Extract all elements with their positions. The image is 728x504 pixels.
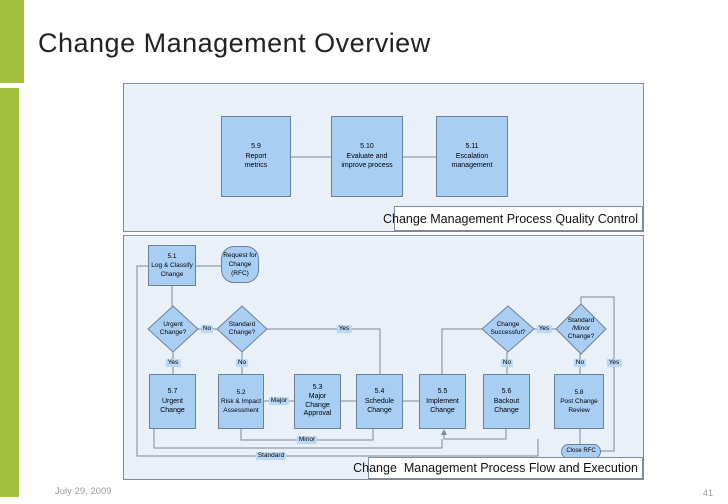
diamond-change-successful — [481, 305, 535, 353]
diamond-urgent-change — [147, 305, 199, 353]
quality-control-panel: 5.9 Report metrics 5.10 Evaluate and imp… — [123, 83, 644, 232]
edge-label-no-success: No — [500, 359, 514, 367]
edge-label-yes-standard: Yes — [336, 325, 352, 333]
box-report-metrics: 5.9 Report metrics — [221, 116, 291, 197]
edge-label-major: Major — [268, 397, 290, 405]
diamond-label-standard-change: Standard Change? — [228, 320, 256, 336]
flow-panel-caption: Change Management Process Flow and Execu… — [353, 457, 643, 479]
diamond-standard-minor-change — [555, 303, 607, 355]
box-implement-change: 5.5 Implement Change — [419, 374, 466, 429]
diamond-label-change-successful: Change Successful? — [490, 320, 526, 336]
footer-date: July 29, 2009 — [55, 486, 112, 497]
diamond-label-standard-minor-change: Standard /Minor Change? — [567, 316, 595, 341]
slide-title: Change Management Overview — [38, 28, 431, 58]
box-post-change-review: 5.8 Post Change Review — [554, 374, 604, 429]
edge-label-no-standard: No — [235, 359, 249, 367]
box-risk-impact-assessment: 5.2 Risk & Impact Assessment — [218, 374, 264, 429]
box-evaluate-improve: 5.10 Evaluate and improve process — [331, 116, 403, 197]
quality-panel-caption: Change Management Process Quality Contro… — [383, 206, 643, 231]
flow-execution-panel: 5.1 Log & Classify Change Request for Ch… — [123, 235, 644, 480]
edge-label-minor: Minor — [296, 436, 318, 444]
diamond-standard-change — [216, 305, 268, 353]
edge-label-yes-success: Yes — [536, 325, 552, 333]
box-escalation-management: 5.11 Escalation management — [436, 116, 508, 197]
edge-label-no-stdminor: No — [573, 359, 587, 367]
terminator-close-rfc: Close RFC — [561, 444, 601, 459]
arrowhead-into-implement — [441, 429, 447, 435]
edge-label-standard: Standard — [255, 452, 287, 460]
edge-label-yes-stdminor: Yes — [606, 359, 622, 367]
box-backout-change: 5.6 Backout Change — [483, 374, 530, 429]
quality-connector-lines — [291, 156, 436, 158]
accent-bar-left — [0, 88, 19, 497]
accent-bar-top — [0, 0, 24, 83]
edge-label-no-urgent: No — [200, 325, 214, 333]
diamond-label-urgent-change: Urgent Change? — [159, 320, 187, 336]
edge-label-yes-urgent: Yes — [165, 359, 181, 367]
flow-connector-lines — [136, 265, 615, 457]
box-major-change-approval: 5.3 Major Change Approval — [294, 374, 341, 429]
box-urgent-change: 5.7 Urgent Change — [149, 374, 196, 429]
box-schedule-change: 5.4 Schedule Change — [356, 374, 403, 429]
box-log-classify-change: 5.1 Log & Classify Change — [148, 245, 196, 286]
page-number: 41 — [702, 488, 713, 498]
terminator-request-for-change: Request for Change (RFC) — [221, 246, 259, 283]
